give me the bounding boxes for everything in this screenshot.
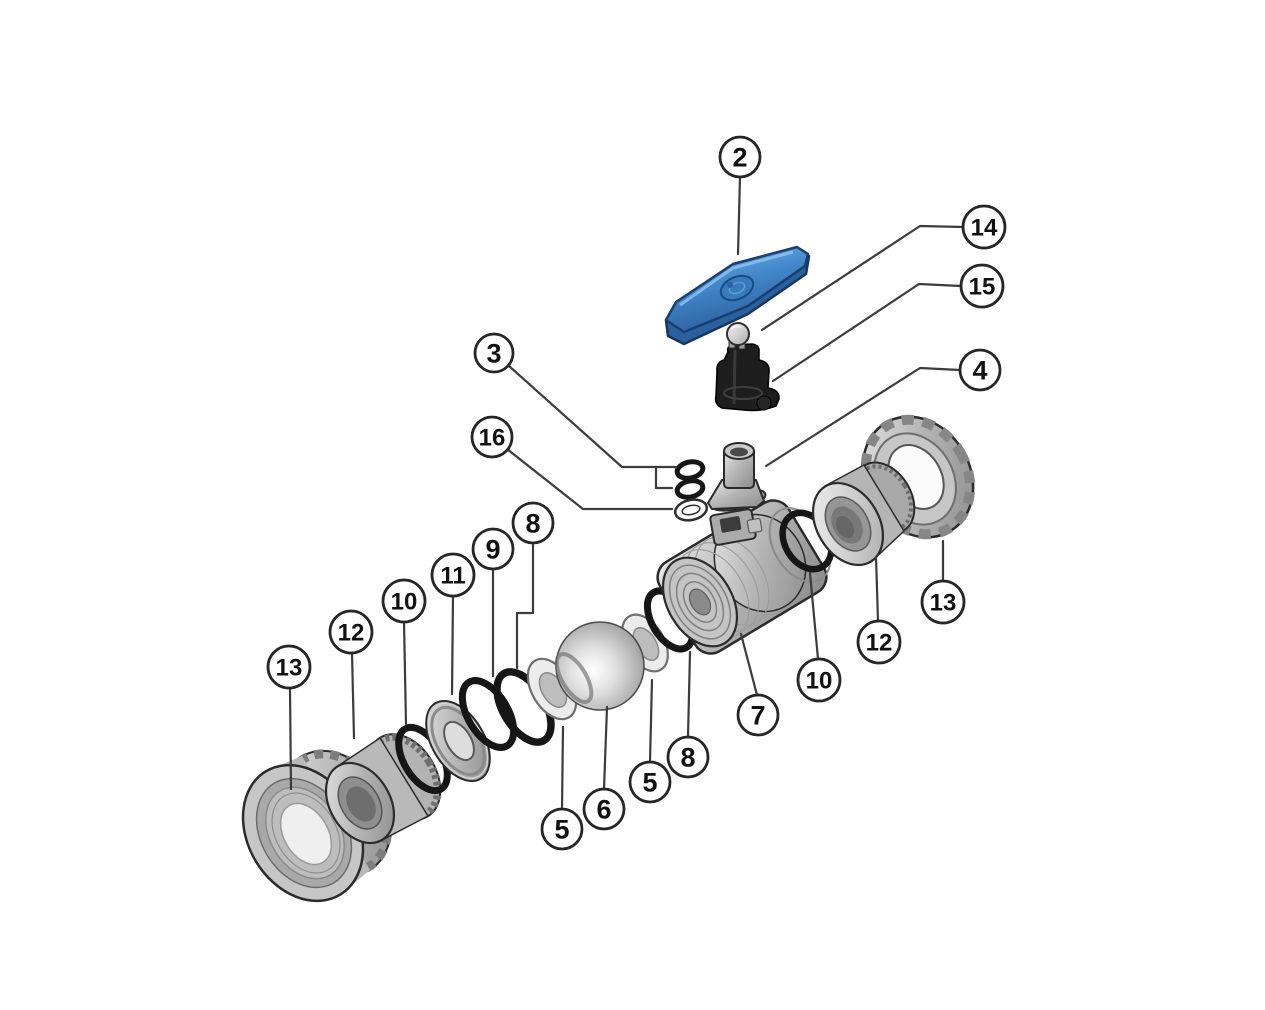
- callout-number-16: 16: [479, 425, 506, 452]
- callout-circle-8: [511, 501, 555, 545]
- callout-6-ball: 6: [582, 787, 626, 831]
- leader-line-15: [771, 282, 963, 383]
- callout-13-union-nut-right: 13: [920, 579, 966, 625]
- part-handle: [664, 245, 811, 346]
- callout-number-5: 5: [642, 768, 657, 798]
- callout-number-11: 11: [440, 563, 465, 590]
- callout-circle-2: [718, 135, 762, 179]
- callout-9-body-o-ring-left: 9: [471, 527, 515, 571]
- callout-number-10: 10: [806, 668, 833, 695]
- parts-artwork: [241, 245, 976, 903]
- callout-16-stem-seal-ring: 16: [470, 415, 514, 459]
- callout-circle-5: [540, 807, 584, 851]
- callout-5-ball-seat-left: 5: [540, 807, 584, 851]
- callout-circle-4: [958, 348, 1002, 392]
- callout-number-12: 12: [866, 630, 893, 657]
- callout-number-8: 8: [525, 509, 540, 539]
- callout-circle-9: [471, 527, 515, 571]
- callout-number-7: 7: [750, 701, 765, 731]
- leader-lines: [288, 175, 965, 811]
- leader-line-6: [602, 705, 609, 791]
- callout-circle-12: [856, 619, 902, 665]
- callout-number-15: 15: [969, 274, 996, 301]
- callout-8-seat-o-ring-right: 8: [666, 735, 710, 779]
- callout-5-ball-seat-right: 5: [628, 760, 672, 804]
- callout-circle-16: [470, 415, 514, 459]
- leader-line-4: [764, 366, 962, 468]
- part-seal-carrier: [425, 699, 491, 783]
- part-stem-seal-ring: [673, 498, 709, 522]
- leader-line-8: [515, 541, 535, 670]
- part-end-connector-left: [324, 733, 442, 845]
- callout-number-6: 6: [596, 795, 611, 825]
- callout-circle-13: [266, 644, 312, 690]
- callout-number-13: 13: [276, 655, 303, 682]
- leader-line-8: [686, 650, 692, 739]
- callout-number-13: 13: [930, 590, 957, 617]
- part-stem-o-rings: [674, 459, 706, 500]
- leader-line-16: [505, 447, 674, 511]
- callout-3-stem-o-rings: 3: [473, 332, 515, 374]
- part-body-o-ring-left: [458, 677, 518, 751]
- callout-number-14: 14: [971, 215, 998, 242]
- callout-13-union-nut-left: 13: [266, 644, 312, 690]
- callout-number-2: 2: [732, 143, 747, 173]
- leader-line-11: [450, 594, 455, 696]
- callout-number-9: 9: [485, 535, 500, 565]
- callout-circle-12: [328, 609, 374, 655]
- part-handle-cap: [726, 322, 750, 350]
- callout-2-handle: 2: [718, 135, 762, 179]
- callout-number-8: 8: [680, 743, 695, 773]
- callout-number-12: 12: [338, 620, 365, 647]
- part-ball: [554, 621, 645, 711]
- leader-line-12: [350, 651, 356, 740]
- callout-circle-6: [582, 787, 626, 831]
- callout-10-union-o-ring-right: 10: [796, 657, 842, 703]
- part-stem-bushing: [714, 343, 780, 412]
- callout-circle-10: [796, 657, 842, 703]
- callout-12-end-connector-left: 12: [328, 609, 374, 655]
- callout-number-10: 10: [391, 589, 418, 616]
- leader-line-14: [760, 224, 965, 332]
- callout-10-union-o-ring-left: 10: [381, 578, 427, 624]
- leader-line-2: [736, 175, 742, 256]
- callout-12-end-connector-right: 12: [856, 619, 902, 665]
- callout-15-stem-bushing: 15: [959, 263, 1005, 309]
- callout-number-4: 4: [972, 356, 987, 386]
- callout-14-handle-cap: 14: [961, 204, 1007, 250]
- part-end-connector-right: [811, 461, 916, 567]
- leader-line-13: [288, 686, 293, 791]
- leader-line-5: [560, 725, 565, 811]
- callout-4-stem: 4: [958, 348, 1002, 392]
- callout-circle-11: [430, 552, 476, 598]
- callout-circle-5: [628, 760, 672, 804]
- callout-number-3: 3: [486, 339, 501, 369]
- callout-circle-3: [473, 332, 515, 374]
- callout-circle-13: [920, 579, 966, 625]
- leader-line-12: [874, 555, 880, 623]
- callout-8-seat-o-ring-left: 8: [511, 501, 555, 545]
- callout-circle-15: [959, 263, 1005, 309]
- callout-circle-10: [381, 578, 427, 624]
- callout-7-valve-body: 7: [736, 693, 780, 737]
- leader-line-10: [808, 571, 820, 661]
- part-stem: [707, 442, 767, 512]
- leader-line-10: [402, 620, 408, 726]
- callout-circle-7: [736, 693, 780, 737]
- leader-line-7: [739, 632, 759, 697]
- callout-circle-14: [961, 204, 1007, 250]
- callout-circle-8: [666, 735, 710, 779]
- callout-11-seal-carrier: 11: [430, 552, 476, 598]
- callout-number-5: 5: [554, 815, 569, 845]
- part-union-nut-left: [241, 749, 393, 903]
- leader-line-5: [648, 678, 654, 764]
